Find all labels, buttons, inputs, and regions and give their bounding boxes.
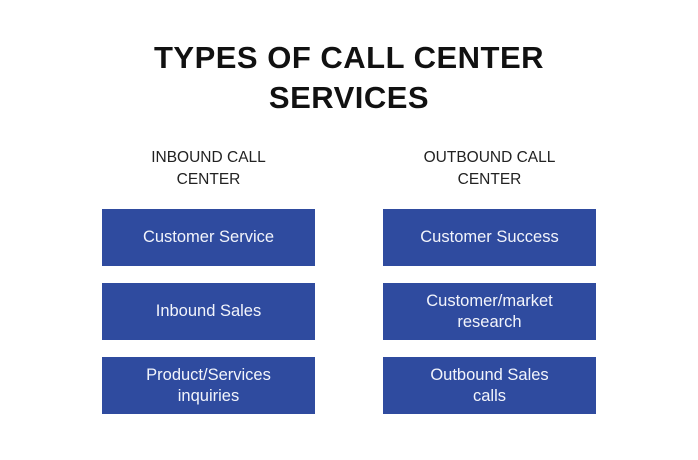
item-label: Customer/market bbox=[426, 291, 553, 310]
diagram-title: TYPES OF CALL CENTER SERVICES bbox=[0, 38, 698, 118]
outbound-header-line-2: CENTER bbox=[457, 171, 522, 188]
item-label: Customer Service bbox=[142, 228, 275, 246]
item-label-2: inquiries bbox=[177, 386, 240, 405]
outbound-item-customer-market-research: Customer/market research bbox=[383, 283, 596, 340]
title-line-1: TYPES OF CALL CENTER bbox=[153, 40, 545, 75]
inbound-column-header: INBOUND CALL CENTER bbox=[102, 147, 315, 191]
inbound-header-line-1: INBOUND CALL bbox=[151, 149, 266, 166]
outbound-column-header: OUTBOUND CALL CENTER bbox=[383, 147, 596, 191]
item-label-2: calls bbox=[472, 386, 506, 405]
outbound-item-customer-success: Customer Success bbox=[383, 209, 596, 266]
inbound-item-customer-service: Customer Service bbox=[102, 209, 315, 266]
inbound-header-line-2: CENTER bbox=[176, 171, 241, 188]
item-label: Product/Services bbox=[146, 365, 271, 384]
item-label-2: research bbox=[457, 312, 522, 331]
outbound-header-line-1: OUTBOUND CALL bbox=[423, 149, 556, 166]
item-label: Outbound Sales bbox=[430, 365, 549, 384]
item-label: Customer Success bbox=[420, 228, 559, 246]
inbound-item-inbound-sales: Inbound Sales bbox=[102, 283, 315, 340]
title-line-2: SERVICES bbox=[268, 80, 430, 115]
inbound-item-product-services-inquiries: Product/Services inquiries bbox=[102, 357, 315, 414]
item-label: Inbound Sales bbox=[155, 302, 262, 320]
outbound-item-outbound-sales-calls: Outbound Sales calls bbox=[383, 357, 596, 414]
